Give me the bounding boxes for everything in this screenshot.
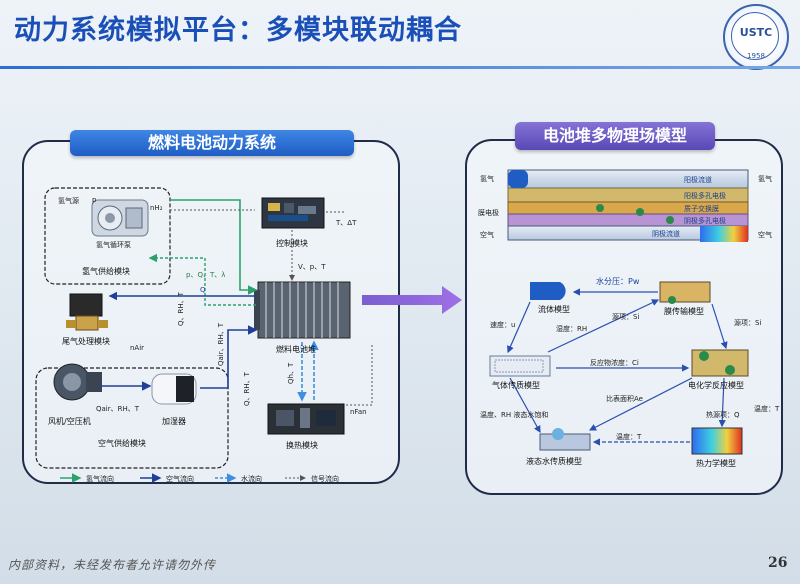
edge-label-area: 比表面积Ae bbox=[606, 395, 643, 403]
label-air-supply: 空气供给模块 bbox=[98, 439, 146, 448]
channel-layer-2: 质子交换膜 bbox=[684, 205, 719, 213]
label-q-rh-t-2: Qair、RH、T bbox=[217, 322, 225, 366]
channel-layer-4: 阴极流道 bbox=[652, 230, 680, 238]
left-panel-header: 燃料电池动力系统 bbox=[70, 130, 354, 156]
label-recirc-pump: 氢气循环泵 bbox=[96, 241, 131, 249]
page-number: 26 bbox=[768, 555, 788, 571]
label-v-p-t: V、p、T bbox=[298, 263, 326, 271]
legend-h2: 氢气流向 bbox=[86, 475, 114, 483]
label-nfan: nFan bbox=[350, 408, 367, 416]
node-echem-label: 电化学反应模型 bbox=[688, 381, 744, 390]
air-flow-line bbox=[200, 325, 258, 389]
edge-label-temp: 温度：T bbox=[616, 433, 642, 441]
label-stack: 燃料电池堆 bbox=[276, 345, 316, 354]
node-fluid-image bbox=[530, 282, 566, 300]
label-qair-rh-t: Qair、RH、T bbox=[96, 405, 140, 413]
node-water-image bbox=[539, 428, 591, 451]
legend-signal: 信号流向 bbox=[311, 475, 339, 483]
edge-echem-thermal bbox=[718, 377, 726, 428]
label-exhaust: 尾气处理模块 bbox=[62, 337, 110, 346]
edge-gas-water bbox=[509, 377, 541, 434]
channel-layer-1: 阳极多孔电极 bbox=[684, 192, 726, 200]
label-humidifier: 加湿器 bbox=[162, 417, 186, 426]
humidifier-image bbox=[151, 373, 197, 405]
logo-year: 1958 bbox=[747, 52, 765, 60]
label-t-dt: T、ΔT bbox=[336, 219, 357, 227]
edge-label-velocity: 速度：u bbox=[490, 321, 516, 329]
node-water-label: 液态水传质模型 bbox=[526, 457, 582, 466]
edge-label-source: 源项：Si bbox=[612, 313, 640, 321]
label-heat-exchanger: 换热模块 bbox=[286, 441, 318, 450]
channel-layer-3: 阴极多孔电极 bbox=[684, 217, 726, 225]
channel-in-air: 空气 bbox=[480, 231, 494, 239]
edge-gas-membrane bbox=[547, 299, 660, 353]
edge-label-conc: 反应物浓度：Ci bbox=[590, 359, 639, 367]
h2-return-line bbox=[148, 253, 256, 306]
slide-title: 动力系统模拟平台：多模块联动耦合 bbox=[14, 15, 462, 46]
edge-label-source2: 源项：Si bbox=[734, 319, 762, 327]
label-control: 控制模块 bbox=[276, 239, 308, 248]
label-h2-source: 氢气源 bbox=[58, 197, 79, 205]
panel-connector-arrow bbox=[362, 286, 462, 314]
channel-out-air: 空气 bbox=[758, 231, 772, 239]
blower-image bbox=[53, 363, 102, 401]
legend-water: 水流向 bbox=[241, 475, 262, 483]
node-thermal-label: 热力学模型 bbox=[696, 459, 736, 468]
edge-fluid-gas bbox=[507, 301, 531, 354]
label-qh-t: Qh、T bbox=[287, 362, 295, 384]
legend-air: 空气流向 bbox=[166, 475, 194, 483]
label-signal-a: p、Q、T、λ bbox=[186, 271, 226, 279]
channel-layer-0: 阳极流道 bbox=[684, 176, 712, 184]
right-panel-header: 电池堆多物理场模型 bbox=[515, 122, 715, 150]
label-p: p bbox=[92, 196, 97, 204]
h2-flow-line bbox=[170, 199, 258, 295]
edge-label-humidity: 湿度：RH bbox=[556, 325, 588, 333]
label-nair: nAir bbox=[130, 344, 145, 352]
channel-mem: 膜电极 bbox=[478, 209, 499, 217]
channel-in-h2: 氢气 bbox=[480, 175, 494, 183]
channel-out-h2: 氢气 bbox=[758, 175, 772, 183]
node-thermal-image bbox=[691, 427, 743, 455]
label-q-rh-t-1: Q、RH、T bbox=[177, 292, 185, 326]
node-membrane-image bbox=[659, 281, 711, 304]
node-gas-image bbox=[489, 355, 551, 377]
label-signal-b: Q bbox=[200, 286, 206, 294]
fuel-cell-stack-image bbox=[254, 281, 351, 339]
air-supply-subpanel bbox=[35, 367, 229, 469]
node-fluid-label: 流体模型 bbox=[538, 305, 570, 314]
title-underline bbox=[0, 66, 800, 69]
edge-label-temp2: 温度：T bbox=[754, 405, 780, 413]
label-fan: 风机/空压机 bbox=[48, 417, 91, 426]
label-h2-supply: 氢气供给模块 bbox=[82, 267, 130, 276]
h2-supply-subpanel bbox=[44, 187, 171, 285]
channel-diagram bbox=[507, 169, 749, 242]
heat-exchanger-image bbox=[267, 403, 345, 435]
exhaust-valve-image bbox=[66, 293, 108, 331]
edge-label-temp-rh: 温度、RH 液态水饱和 bbox=[480, 411, 549, 419]
node-gas-label: 气体传质模型 bbox=[492, 381, 540, 390]
logo-ring bbox=[731, 12, 779, 60]
node-membrane-label: 膜传输模型 bbox=[664, 307, 704, 316]
label-nh2: nH₂ bbox=[150, 204, 163, 212]
h2-pump-image bbox=[91, 199, 149, 237]
control-module-image bbox=[261, 197, 325, 229]
label-q-rh-t-3: Q、RH、T bbox=[243, 372, 251, 406]
edge-membrane-echem bbox=[711, 303, 728, 350]
footer-note: 内部资料，未经发布者允许请勿外传 bbox=[8, 558, 217, 572]
node-echem-image bbox=[691, 349, 749, 377]
edge-label-water-pressure: 水分压：Pw bbox=[596, 277, 640, 286]
logo-text: USTC bbox=[739, 26, 773, 39]
edge-echem-water bbox=[588, 377, 693, 431]
edge-label-heat-src: 热源项：Q bbox=[706, 411, 740, 419]
signal-fan-line bbox=[346, 345, 373, 406]
ustc-logo: USTC 1958 bbox=[723, 4, 789, 70]
